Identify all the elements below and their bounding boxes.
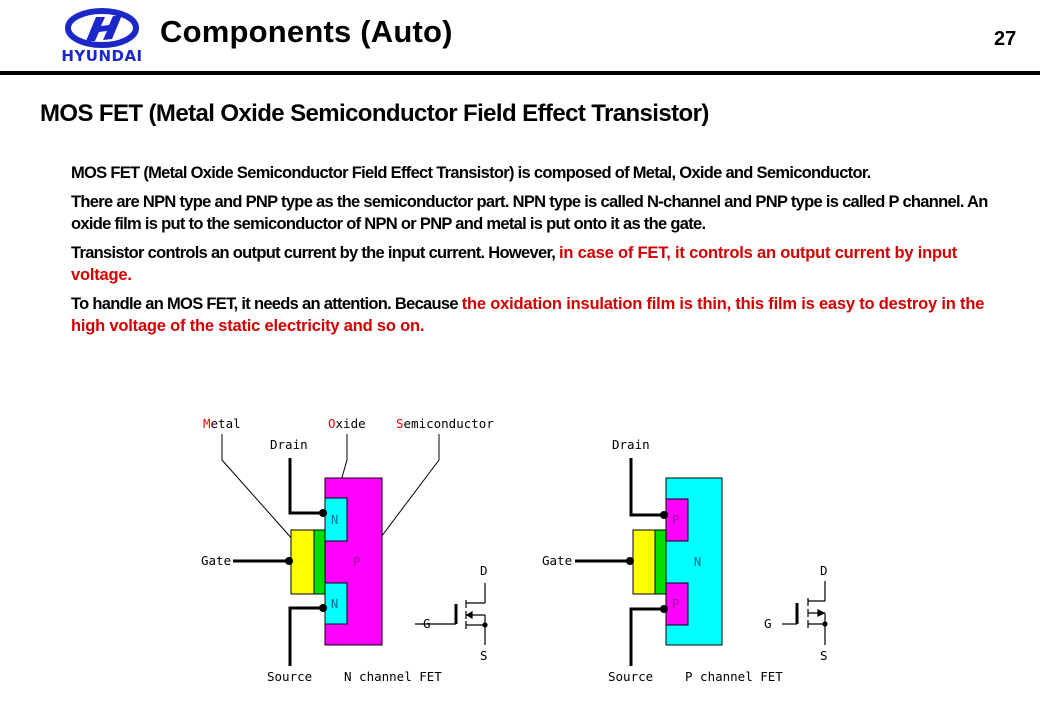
n-drain-text: Drain [270,437,308,452]
p-channel-symbol [782,581,828,645]
n-gate-text: Gate [201,553,231,568]
p-symbol-g: G [764,616,772,631]
oxide-layer [654,529,667,595]
n-source-label: N [331,597,338,611]
n-arrow-icon [465,610,473,620]
n-drain-region [324,497,348,542]
p-source-label: P [672,597,679,611]
drain-wire [629,458,666,517]
oxide-leader [320,434,348,551]
hyundai-logo: HYUNDAI [61,8,142,64]
n-source-region [324,582,348,625]
drain-wire [288,458,325,515]
n-source-text: Source [267,669,312,684]
logo-wordmark: HYUNDAI [61,47,142,64]
source-contact [319,604,327,612]
source-wire [288,606,325,666]
paragraph-composition: MOS FET (Metal Oxide Semiconductor Field… [71,164,871,182]
n-symbol-d: D [480,563,488,578]
source-wire [629,607,666,666]
paragraph-channel-types: There are NPN type and PNP type as the s… [71,193,988,233]
p-arrow-icon [817,609,826,617]
p-gate-text: Gate [542,553,572,568]
p-symbol-s: S [820,648,828,663]
p-source-text: Source [608,669,653,684]
highlight-text: in case of FET, it controls an output cu… [71,244,958,284]
metal-gate [290,529,315,595]
p-drain-region [665,498,689,542]
slide-header: HYUNDAI Components (Auto) 27 [0,0,1040,76]
paragraph-handling-caution: To handle an MOS FET, it needs an attent… [71,295,985,335]
semiconductor-leader [371,434,440,550]
logo-h-icon [86,15,122,41]
n-symbol-g: G [423,616,431,631]
drain-contact [660,511,668,519]
highlight-text: the oxidation insulation film is thin, t… [71,295,985,335]
section-title: MOS FET (Metal Oxide Semiconductor Field… [40,100,709,127]
n-channel-caption: N channel FET [344,669,442,684]
oxide-layer [313,529,326,595]
body-text: MOS FET (Metal Oxide Semiconductor Field… [71,162,1001,344]
p-symbol-d: D [820,563,828,578]
p-substrate [324,477,383,646]
page-number: 27 [994,28,1017,50]
callout-leaders [221,434,440,551]
n-symbol-s: S [480,648,488,663]
paragraph-voltage-control: Transistor controls an output current by… [71,244,958,284]
n-drain-label: N [331,513,338,527]
p-drain-text: Drain [612,437,650,452]
callout-semiconductor: Semiconductor [396,416,494,431]
p-substrate-label: P [353,555,360,569]
p-drain-label: P [672,513,679,527]
callout-metal: Metal [203,416,241,431]
p-source-region [665,582,689,626]
page-title: Components (Auto) [160,14,453,49]
callout-oxide: Oxide [328,416,366,431]
n-substrate [665,477,723,646]
source-contact [660,605,668,613]
header-divider [0,71,1040,75]
gate-contact [626,557,634,565]
metal-gate [632,529,656,595]
n-substrate-label: N [694,555,701,569]
n-channel-fet: N N P Drain Gate Source N channel FET [201,437,488,684]
logo-oval-icon [65,8,139,48]
n-channel-symbol [415,583,488,645]
metal-leader [221,434,303,551]
gate-contact [285,557,293,565]
p-channel-fet: P P N Drain Gate Source P channel FET [542,437,828,684]
p-channel-caption: P channel FET [685,669,783,684]
drain-contact [319,509,327,517]
